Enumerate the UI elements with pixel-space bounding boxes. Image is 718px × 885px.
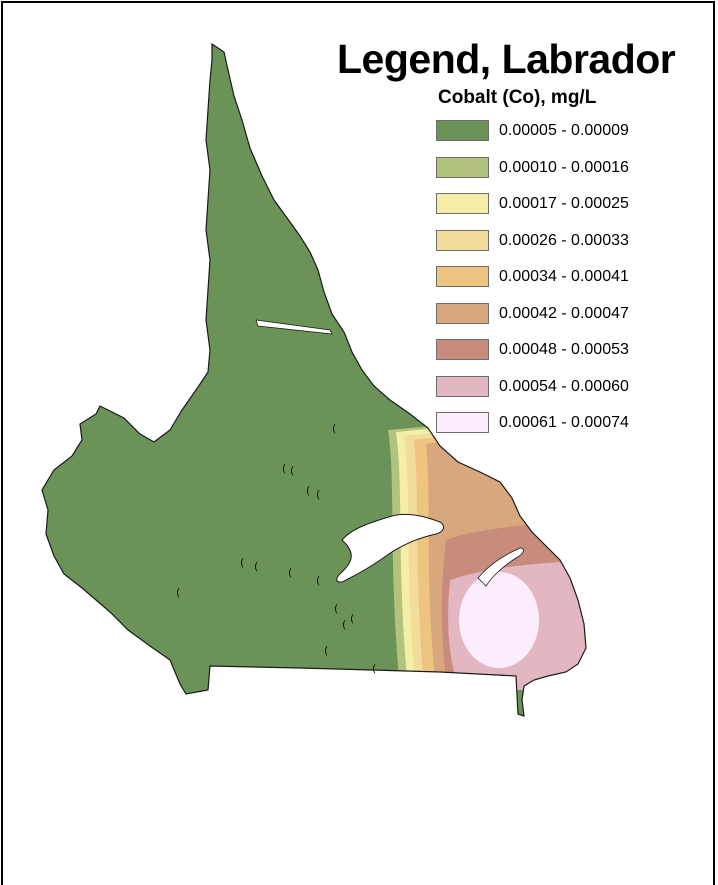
legend-subtitle: Cobalt (Co), mg/L [438, 87, 597, 108]
legend-swatch [436, 302, 489, 324]
legend-label: 0.00042 - 0.00047 [499, 304, 629, 322]
sample-mark: ( [342, 618, 346, 631]
legend-label: 0.00026 - 0.00033 [499, 231, 629, 249]
sample-mark: ( [316, 574, 320, 587]
sample-mark: ( [334, 602, 338, 615]
legend-swatch [436, 375, 489, 397]
legend-swatch [436, 156, 489, 178]
inlet-north [255, 319, 333, 335]
legend-row: 0.00034 - 0.00041 [436, 264, 706, 292]
legend-row: 0.00017 - 0.00025 [436, 191, 706, 219]
legend-row: 0.00048 - 0.00053 [436, 337, 706, 365]
legend-label: 0.00010 - 0.00016 [499, 158, 629, 176]
sample-mark: ( [282, 462, 286, 475]
legend-label: 0.00034 - 0.00041 [499, 268, 629, 285]
sample-mark: ( [290, 464, 294, 477]
legend-row: 0.00042 - 0.00047 [436, 301, 706, 329]
legend-swatch [436, 120, 489, 141]
legend-swatch [436, 339, 489, 360]
sample-mark: ( [350, 612, 354, 625]
sample-mark: ( [324, 644, 328, 657]
legend-label: 0.00017 - 0.00025 [499, 195, 629, 212]
legend-swatch [436, 229, 489, 251]
legend-swatch [436, 412, 489, 433]
sample-marks: ( ( ( ( ( ( ( ( ( ( ( ( ( ( ( [176, 422, 376, 675]
labrador-outline [41, 42, 587, 717]
sample-mark: ( [176, 586, 180, 599]
sample-mark: ( [240, 556, 244, 569]
band-8 [459, 572, 539, 668]
legend-row: 0.00010 - 0.00016 [436, 155, 706, 183]
legend-swatch [436, 266, 489, 287]
legend-title: Legend, Labrador [337, 36, 676, 82]
legend-row: 0.00061 - 0.00074 [436, 410, 706, 438]
legend-label: 0.00054 - 0.00060 [499, 377, 629, 395]
sample-mark: ( [254, 560, 258, 573]
lake-melville [336, 513, 444, 583]
inlet-south [477, 547, 524, 587]
legend-row: 0.00054 - 0.00060 [436, 374, 706, 402]
sample-mark: ( [306, 484, 310, 497]
sample-mark: ( [372, 662, 376, 675]
sample-mark: ( [316, 488, 320, 501]
legend-label: 0.00005 - 0.00009 [499, 122, 629, 139]
legend-label: 0.00061 - 0.00074 [499, 414, 629, 431]
legend-label: 0.00048 - 0.00053 [499, 341, 629, 358]
legend-row: 0.00005 - 0.00009 [436, 118, 706, 146]
sample-mark: ( [332, 422, 336, 435]
legend-row: 0.00026 - 0.00033 [436, 228, 706, 256]
legend-swatch [436, 193, 489, 214]
sample-mark: ( [288, 566, 292, 579]
